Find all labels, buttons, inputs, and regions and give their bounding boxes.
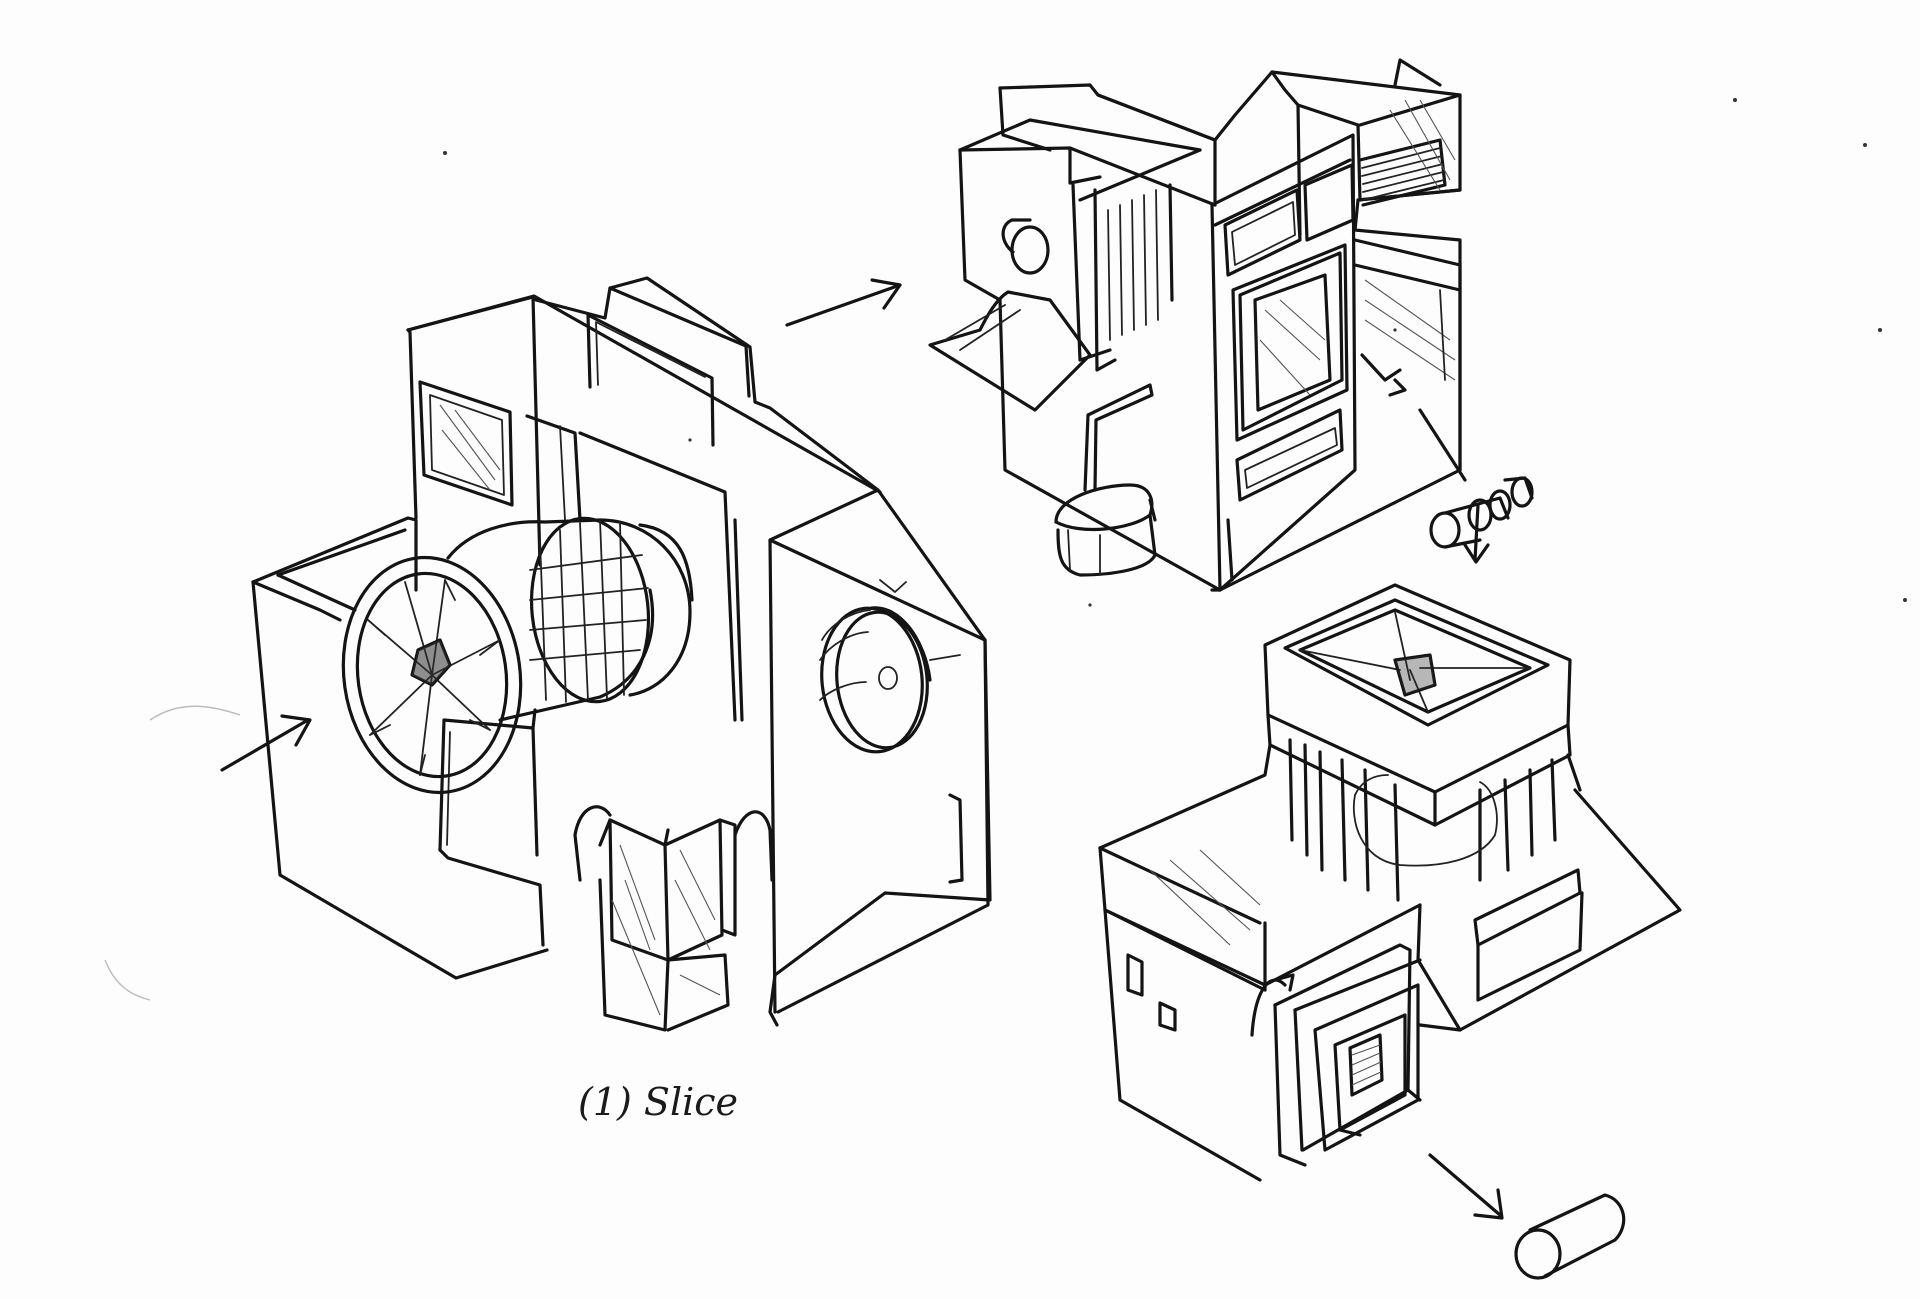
- camera-building-sketch: [220, 276, 992, 1032]
- paper-specks: [104, 98, 1907, 1001]
- machine-building-sketch: [928, 58, 1534, 592]
- sketch-caption: (1) Slice: [578, 1080, 738, 1124]
- transfer-arrow-top: [785, 283, 902, 327]
- pool-building-sketch: [1098, 583, 1682, 1280]
